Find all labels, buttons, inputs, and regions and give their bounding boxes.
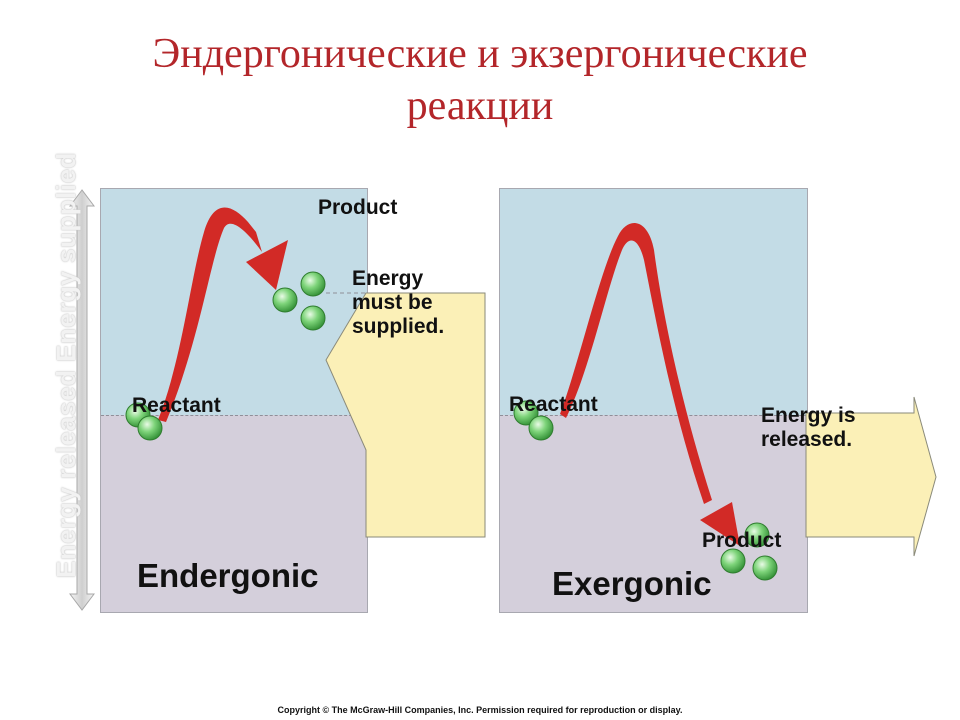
endergonic-reactant-molecules — [125, 402, 163, 441]
energy-supplied-line-1: Energy — [352, 267, 424, 290]
exergonic-reactant-label: Reactant — [509, 393, 598, 416]
exergonic-reactant-molecules — [513, 400, 554, 441]
energy-released-line-2: released. — [761, 428, 853, 451]
title-line-1: Эндергонические и экзергонические — [152, 31, 808, 77]
endergonic-name: Endergonic — [137, 557, 319, 594]
exergonic-reaction-arrow — [560, 223, 712, 504]
endergonic-product-label: Product — [318, 196, 398, 219]
high-energy-region — [101, 189, 367, 415]
exergonic-product-molecules — [720, 522, 778, 581]
low-energy-region — [500, 415, 807, 612]
endergonic-panel — [100, 188, 368, 613]
reactant-level-line — [500, 415, 807, 416]
energy-supplied-note: Energy must be supplied. — [352, 267, 444, 339]
endergonic-arrow-head — [246, 240, 288, 290]
energy-released-note: Energy is released. — [761, 404, 856, 452]
energy-released-callout — [805, 396, 937, 557]
slide-title: Эндергонические и экзергонические реакци… — [0, 28, 960, 132]
energy-supplied-line-3: supplied. — [352, 315, 445, 338]
exergonic-arrow-head — [700, 502, 740, 546]
exergonic-name: Exergonic — [552, 565, 712, 602]
reactant-level-line — [101, 415, 367, 416]
title-line-2: реакции — [406, 83, 554, 129]
copyright-notice: Copyright © The McGraw-Hill Companies, I… — [277, 705, 683, 715]
endergonic-reactant-label: Reactant — [132, 394, 221, 417]
low-energy-region — [101, 415, 367, 612]
endergonic-product-molecules — [272, 271, 326, 331]
exergonic-panel — [499, 188, 808, 613]
energy-supplied-callout — [325, 292, 486, 538]
energy-supplied-line-2: must be — [352, 291, 433, 314]
exergonic-product-label: Product — [702, 529, 782, 552]
energy-released-line-1: Energy is — [761, 404, 856, 427]
endergonic-reaction-arrow — [158, 207, 262, 422]
